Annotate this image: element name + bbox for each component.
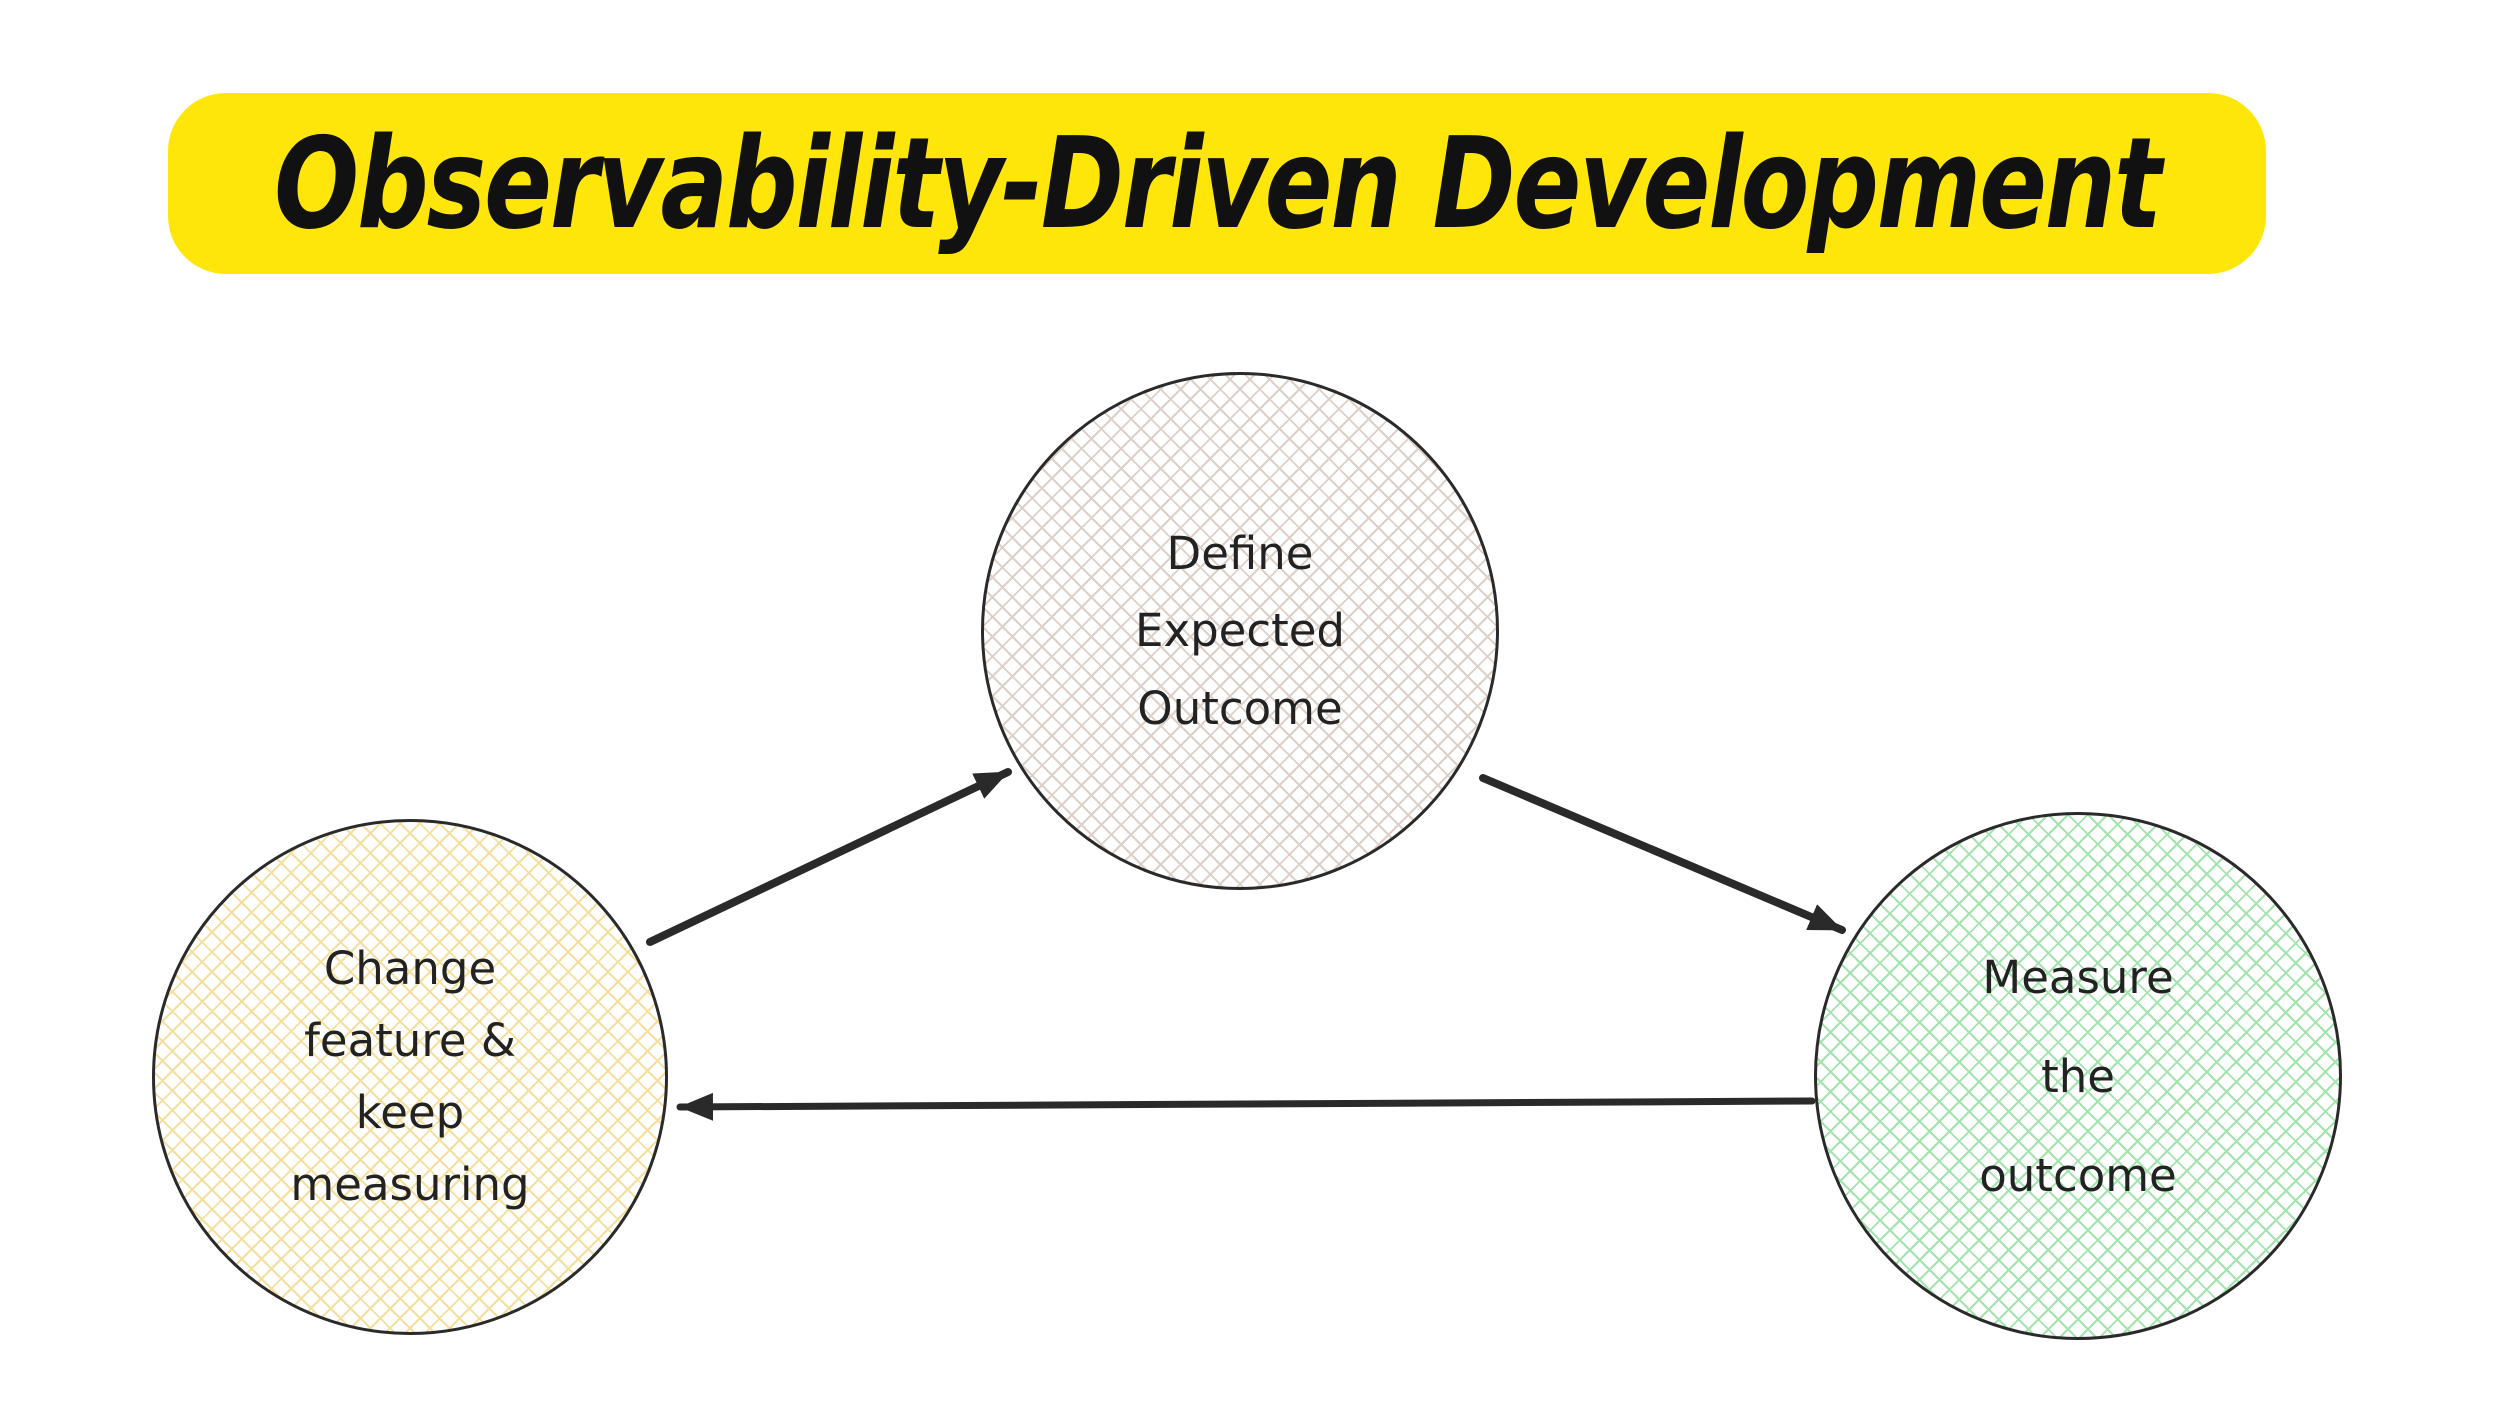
- title-badge: Observability-Driven Development: [168, 93, 2266, 274]
- arrow-change-to-define: [646, 768, 1012, 946]
- node-change-feature-keep-measuring: Change feature & keep measuring: [152, 819, 668, 1335]
- arrow-define-to-measure: [1479, 774, 1846, 934]
- node-define-expected-outcome: Define Expected Outcome: [981, 372, 1499, 890]
- page-title: Observability-Driven Development: [274, 109, 2162, 258]
- node-measure-the-outcome: Measure the outcome: [1814, 812, 2342, 1340]
- node-define-label: Define Expected Outcome: [1135, 526, 1345, 735]
- node-measure-label: Measure the outcome: [1979, 950, 2177, 1202]
- node-change-label: Change feature & keep measuring: [290, 942, 530, 1211]
- arrow-measure-to-change: [676, 1092, 1816, 1121]
